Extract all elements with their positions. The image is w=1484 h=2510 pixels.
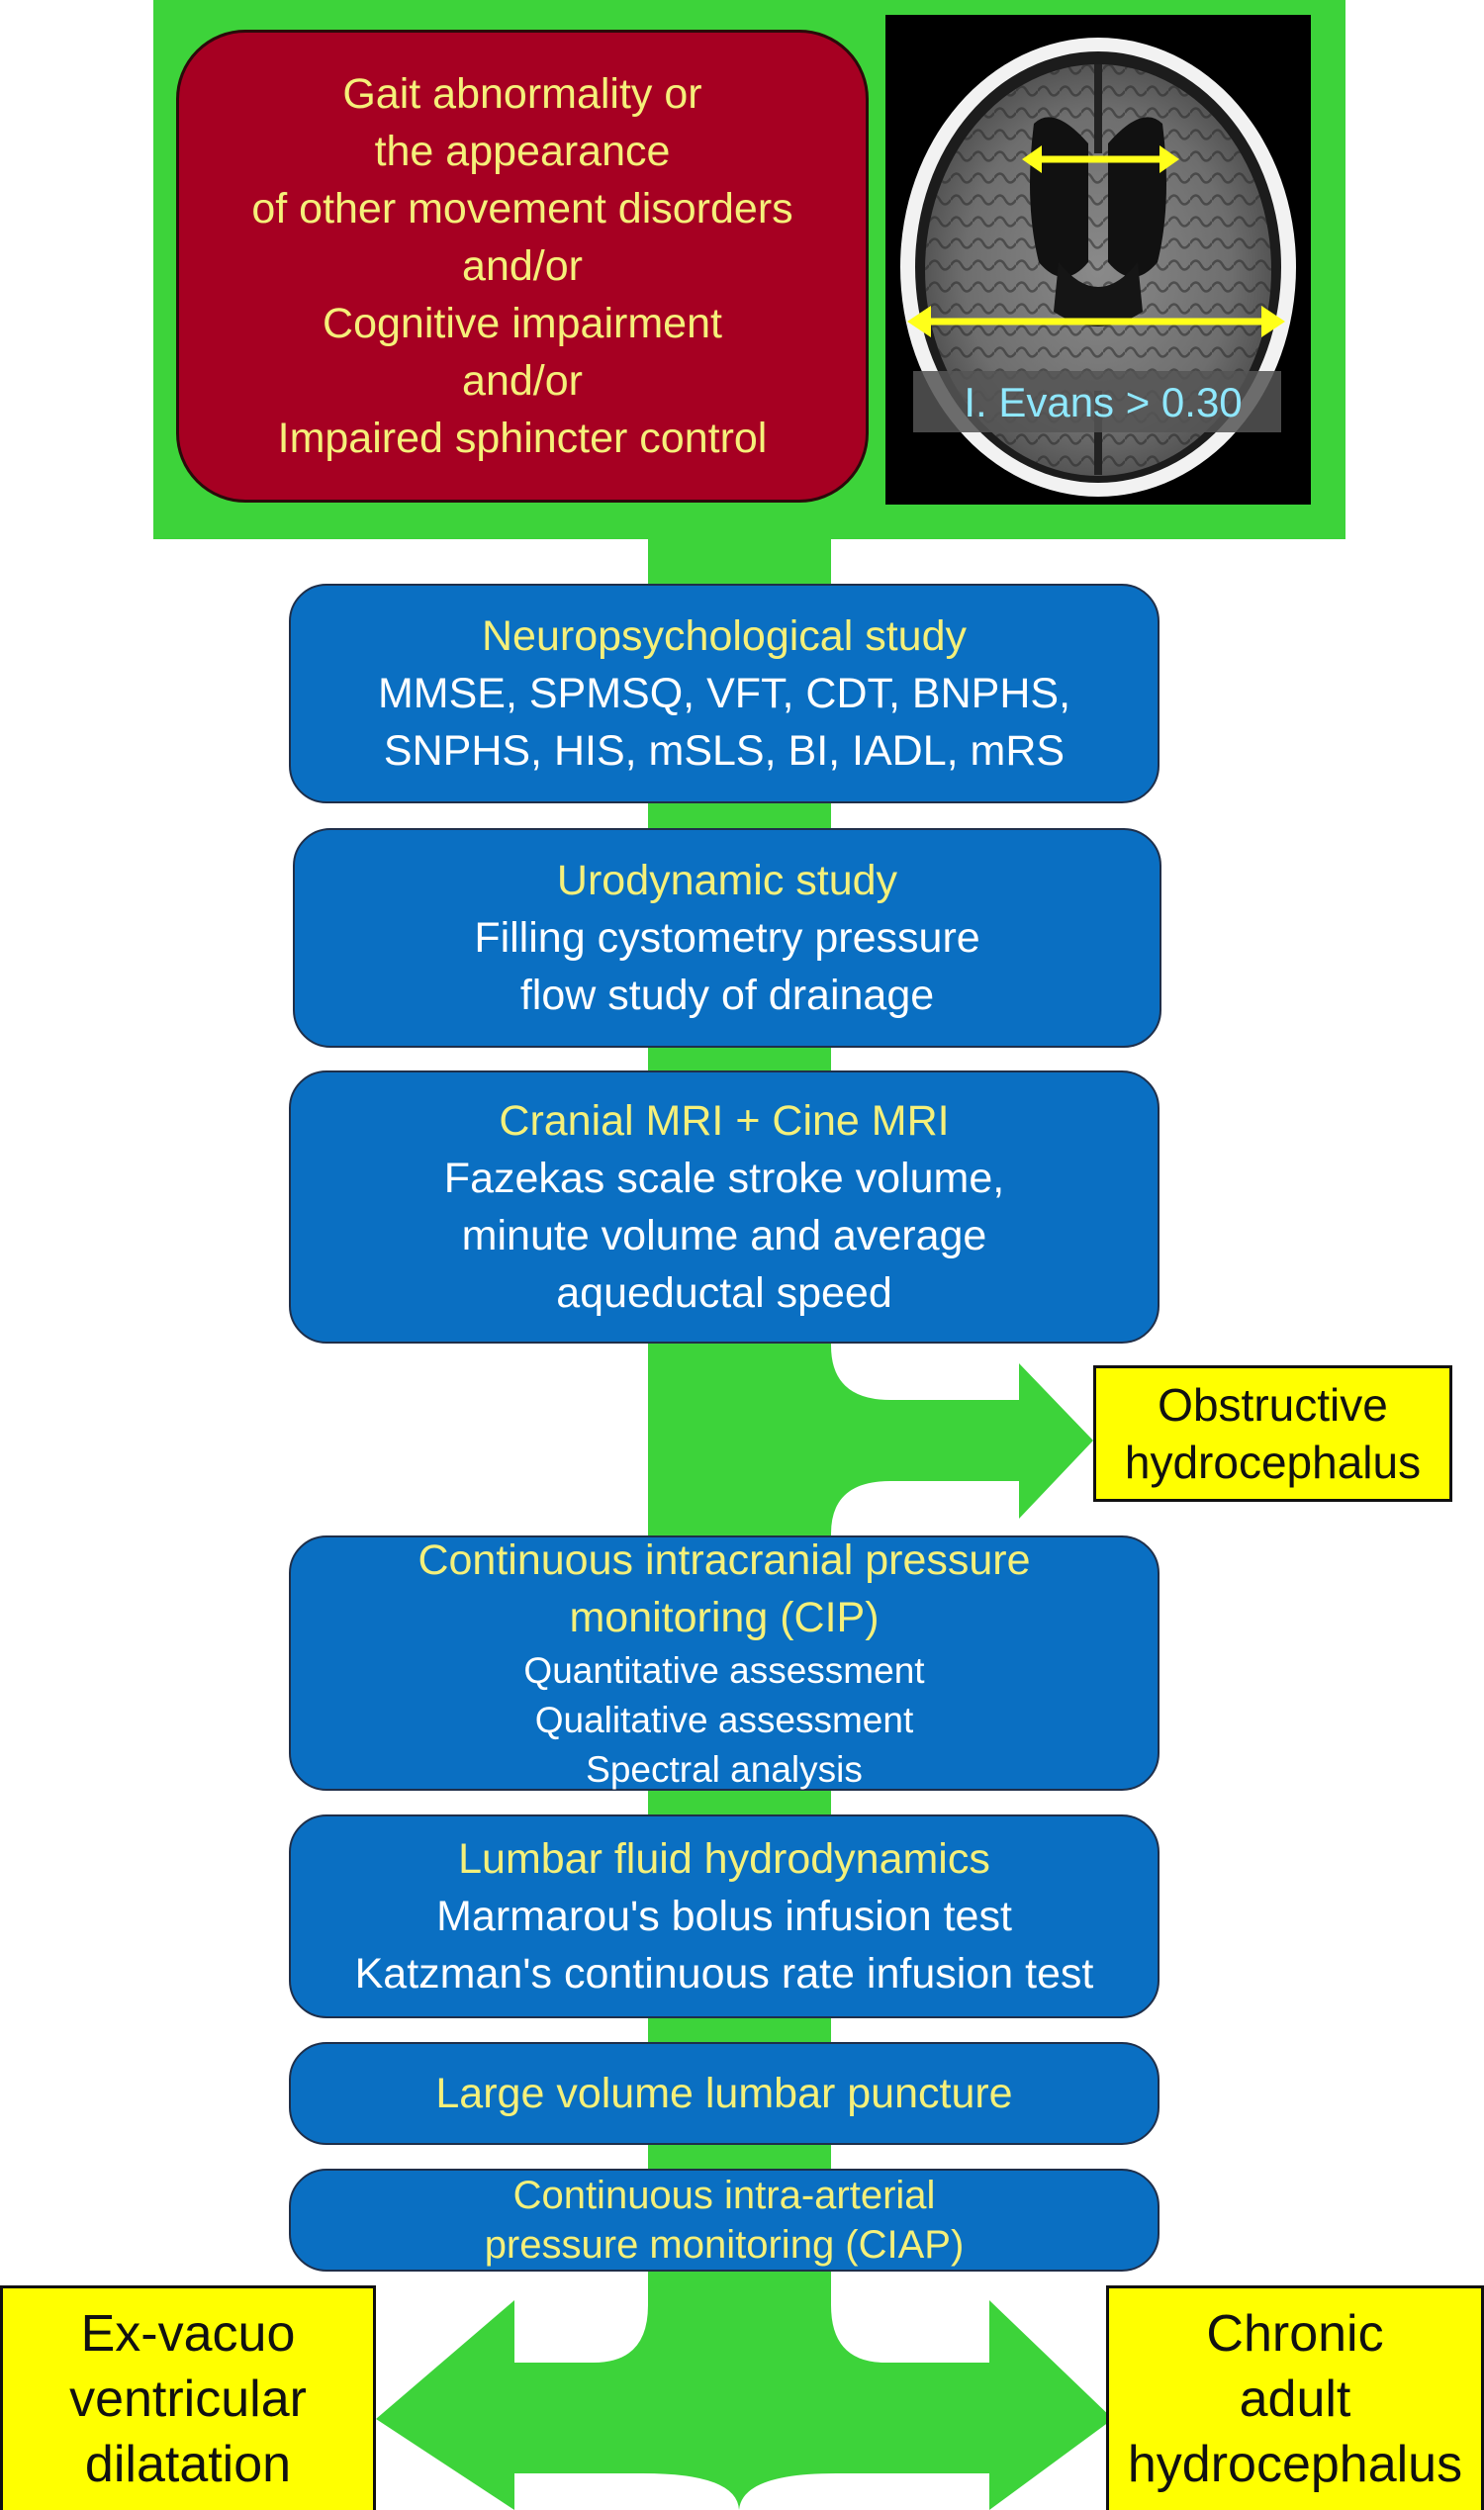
outcome-split-arrows [376,2276,1113,2510]
step-detail: Filling cystometry pressure [474,914,980,962]
step-detail: MMSE, SPMSQ, VFT, CDT, BNPHS, [377,670,1071,717]
step-detail: minute volume and average [461,1212,987,1259]
symptom-line: of other movement disorders [251,185,793,232]
step-title: Continuous intra-arterial [512,2174,936,2217]
evans-index-label: I. Evans > 0.30 [964,379,1243,425]
step-detail: Spectral analysis [586,1749,863,1790]
symptom-line: the appearance [374,128,671,175]
symptom-line: Cognitive impairment [323,300,722,347]
step-title: Lumbar fluid hydrodynamics [458,1835,990,1883]
step-title: Cranial MRI + Cine MRI [499,1097,950,1145]
obstructive-branch-arrow [831,1346,1093,1534]
ct-scan-image: I. Evans > 0.30 [885,15,1311,505]
outcome-label: hydrocephalus [1127,2436,1463,2493]
step-neuropsychological-study: Neuropsychological study MMSE, SPMSQ, VF… [289,584,1159,803]
symptom-line: and/or [462,357,583,405]
symptom-line: Gait abnormality or [342,70,702,118]
symptoms-box: Gait abnormality or the appearance of ot… [176,30,869,503]
step-detail: Quantitative assessment [523,1650,925,1691]
outcome-label: hydrocephalus [1124,1437,1422,1488]
step-title: monitoring (CIP) [569,1594,880,1641]
step-title: pressure monitoring (CIAP) [484,2223,965,2267]
brain-ct-illustration [900,38,1296,497]
step-detail: Marmarou's bolus infusion test [436,1893,1012,1940]
outcome-label: dilatation [84,2436,292,2493]
outcome-label: adult [1239,2371,1351,2428]
step-lumbar-fluid-hydrodynamics: Lumbar fluid hydrodynamics Marmarou's bo… [289,1814,1159,2018]
step-cranial-mri: Cranial MRI + Cine MRI Fazekas scale str… [289,1070,1159,1344]
symptom-line: and/or [462,242,583,290]
step-detail: flow study of drainage [519,972,935,1019]
step-detail: SNPHS, HIS, mSLS, BI, IADL, mRS [383,727,1066,775]
outcome-label: Chronic [1206,2305,1384,2363]
step-detail: Qualitative assessment [534,1700,914,1740]
step-title: Urodynamic study [556,857,898,904]
step-large-volume-lumbar-puncture: Large volume lumbar puncture [289,2042,1159,2145]
step-title: Large volume lumbar puncture [435,2070,1013,2117]
outcome-obstructive-hydrocephalus: Obstructive hydrocephalus [1093,1365,1452,1502]
step-title: Neuropsychological study [482,612,967,660]
measurement-arrows [907,145,1285,337]
step-continuous-icp-monitoring: Continuous intracranial pressure monitor… [289,1535,1159,1791]
step-continuous-intra-arterial-monitoring: Continuous intra-arterial pressure monit… [289,2169,1159,2272]
symptom-line: Impaired sphincter control [277,415,768,462]
outcome-label: ventricular [69,2371,307,2428]
step-detail: Fazekas scale stroke volume, [443,1155,1005,1202]
outcome-label: Ex-vacuo [80,2305,296,2363]
step-title: Continuous intracranial pressure [417,1536,1031,1584]
outcome-label: Obstructive [1158,1379,1388,1431]
step-urodynamic-study: Urodynamic study Filling cystometry pres… [293,828,1161,1048]
outcome-ex-vacuo-dilatation: Ex-vacuo ventricular dilatation [0,2285,376,2510]
step-detail: Katzman's continuous rate infusion test [354,1950,1094,1998]
outcome-chronic-adult-hydrocephalus: Chronic adult hydrocephalus [1106,2285,1484,2510]
step-detail: aqueductal speed [556,1269,892,1317]
